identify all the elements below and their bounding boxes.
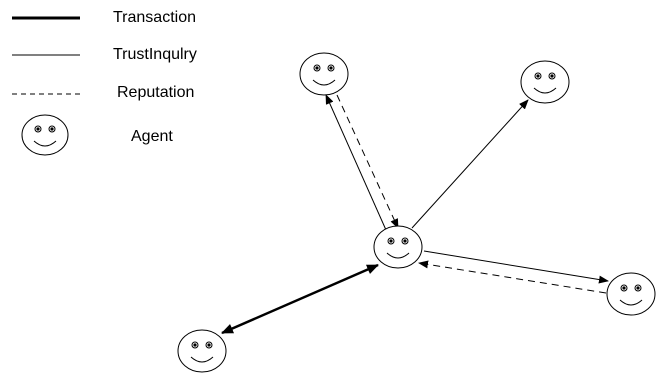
agent-top-left-icon — [299, 52, 349, 96]
legend-reputation-label: Reputation — [117, 84, 195, 101]
legend-agent-icon — [21, 114, 69, 156]
edge-trust-inquiry-top-left — [325, 94, 387, 231]
edge-reputation-top-left — [336, 94, 399, 229]
edge-transaction-bottom-left — [221, 263, 379, 335]
agent-center-icon — [373, 225, 423, 269]
agent-top-right-icon — [520, 60, 570, 104]
legend-transaction-label: Transaction — [113, 9, 196, 26]
edge-reputation-right — [418, 260, 607, 294]
edge-trust-inquiry-top-right — [411, 99, 529, 229]
agent-bottom-left-icon — [177, 329, 227, 373]
legend-trust-inquiry-label: TrustInqulry — [113, 46, 197, 63]
edge-trust-inquiry-right — [423, 250, 609, 284]
legend-agent-label: Agent — [131, 128, 173, 145]
agent-right-icon — [606, 272, 656, 316]
